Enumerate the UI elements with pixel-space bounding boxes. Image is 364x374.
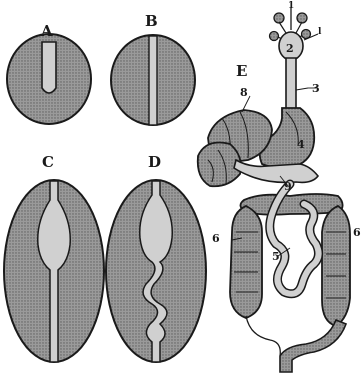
gland-bud [274,13,284,23]
panel-b: B [111,12,195,125]
panel-c: C [4,153,104,362]
part-number-l: l [318,27,322,37]
esophagus [286,58,296,112]
part-number-6-left: 6 [212,232,220,245]
part-number-6-right: 6 [353,226,361,239]
part-number-9: 9 [284,180,292,193]
panel-d-label: D [148,153,161,171]
panel-e: E [198,1,361,372]
panel-b-label: B [145,12,158,30]
pharynx-structures [270,7,319,60]
part-number-5: 5 [272,250,280,263]
descending-colon [322,206,350,326]
gland-bud [297,13,307,23]
part-number-2: 2 [286,42,294,55]
part-number-8: 8 [240,86,248,99]
rectum [280,320,346,372]
ascending-colon [230,206,262,318]
part-number-4: 4 [297,138,305,151]
panel-c-label: C [42,153,54,171]
panel-d: D [106,153,206,362]
gland-bud [302,30,311,39]
panel-a-neural-groove [42,42,56,93]
gland-bud [270,32,279,41]
panel-a: A [7,22,91,124]
transverse-colon [240,194,342,215]
part-number-3: 3 [312,82,320,95]
panel-b-primitive-tube [149,36,157,125]
part-number-1: 1 [288,1,294,11]
panel-e-label: E [236,62,247,80]
panel-a-label: A [40,22,53,40]
